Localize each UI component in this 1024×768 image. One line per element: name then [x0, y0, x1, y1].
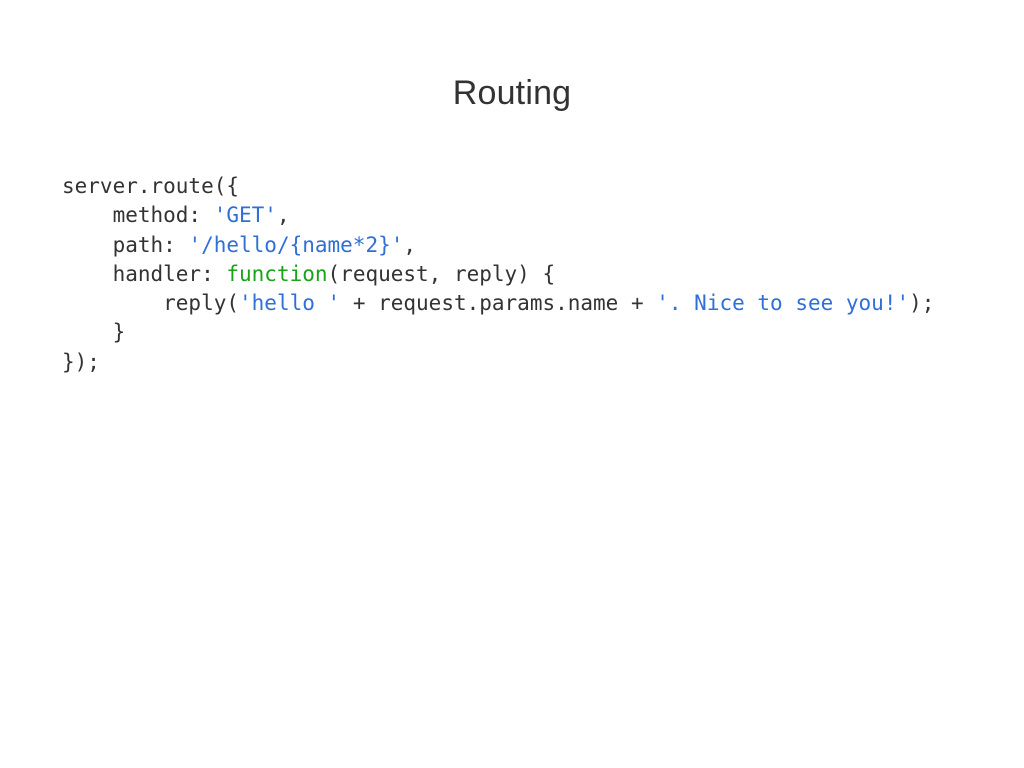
code-block: server.route({ method: 'GET', path: '/he… — [62, 172, 934, 377]
code-token: , — [276, 203, 290, 228]
code-line: }); — [62, 348, 934, 377]
code-token: '. Nice to see you!' — [656, 291, 910, 316]
code-token: '/hello/{name*2}' — [188, 232, 404, 257]
code-token: method: — [62, 203, 214, 228]
code-line: method: 'GET', — [62, 201, 934, 230]
code-token: 'GET' — [213, 203, 277, 228]
code-token: ); — [909, 291, 935, 316]
code-token: (request, reply) { — [327, 261, 556, 286]
code-token: function — [226, 261, 328, 286]
code-line: server.route({ — [62, 172, 934, 201]
code-line: handler: function(request, reply) { — [62, 260, 934, 289]
code-token: + request.params.name + — [340, 291, 657, 316]
code-line: reply('hello ' + request.params.name + '… — [62, 289, 934, 318]
code-line: } — [62, 318, 934, 347]
code-token: 'hello ' — [239, 291, 341, 316]
code-token: path: — [62, 232, 189, 257]
code-token: server.route({ — [62, 174, 240, 198]
code-token: handler: — [62, 261, 227, 286]
code-token: } — [62, 320, 126, 345]
code-token: }); — [62, 349, 100, 374]
slide-title: Routing — [452, 74, 572, 112]
code-token: reply( — [62, 291, 240, 316]
code-token: , — [403, 232, 417, 257]
code-line: path: '/hello/{name*2}', — [62, 231, 934, 260]
